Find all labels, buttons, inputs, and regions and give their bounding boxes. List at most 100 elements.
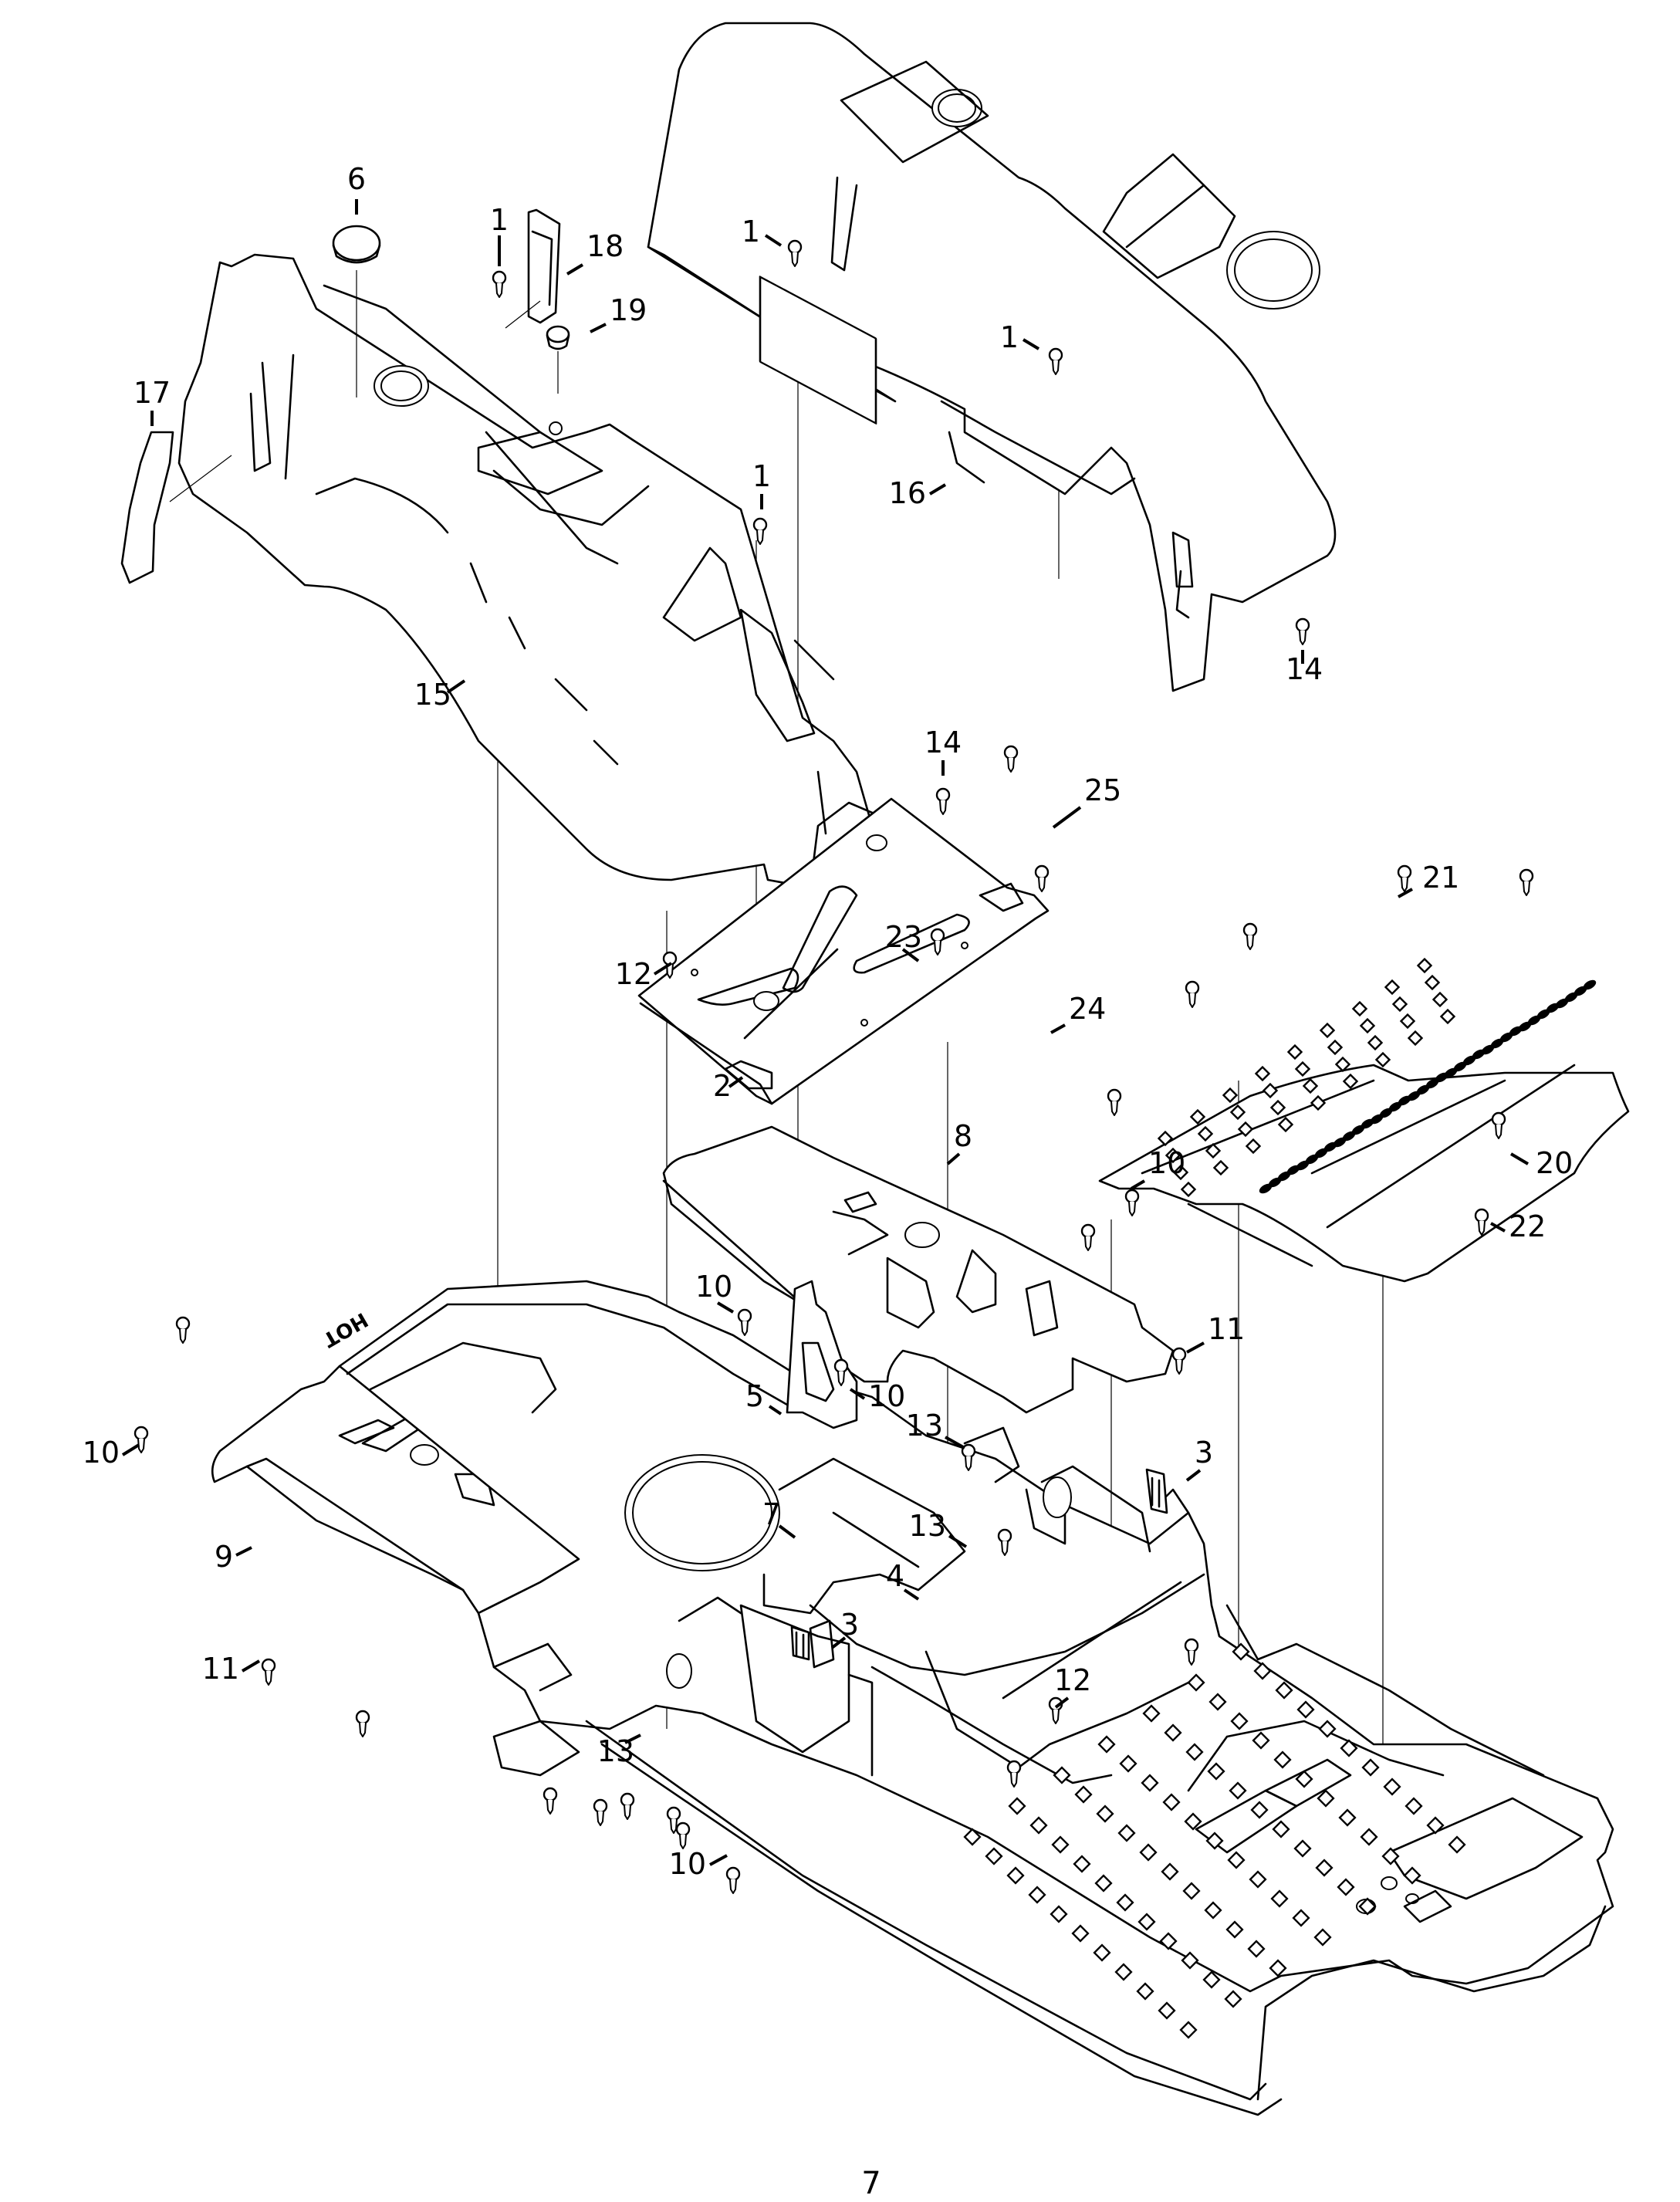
screw-icon	[1171, 1347, 1187, 1375]
perforation	[1302, 1077, 1319, 1094]
screw-icon	[1295, 617, 1310, 645]
perforation	[1187, 1673, 1205, 1692]
callout-number: 10	[669, 1847, 706, 1881]
slot-perforation	[1583, 979, 1597, 990]
perforation	[1403, 1866, 1421, 1885]
callout-number: 10	[695, 1270, 732, 1304]
perforation	[1294, 1060, 1311, 1077]
perforation	[1073, 1855, 1091, 1873]
leader-line	[590, 323, 607, 333]
callout-14: 14	[1286, 650, 1323, 686]
perforation	[1222, 1087, 1239, 1104]
perforation	[1293, 1839, 1312, 1858]
perforation	[1296, 1700, 1315, 1719]
perforation	[1319, 1022, 1336, 1039]
callout-22: 22	[1490, 1209, 1546, 1243]
callout-number: 19	[610, 293, 647, 327]
callout-13: 13	[909, 1509, 968, 1548]
leader-line	[566, 263, 584, 276]
perforation	[1224, 1990, 1242, 2008]
callout-number: 20	[1536, 1146, 1573, 1180]
perforation	[1139, 1843, 1158, 1862]
perforation	[1096, 1805, 1114, 1823]
perforation	[1172, 1164, 1189, 1181]
perforation	[1197, 1125, 1214, 1142]
perforation	[1439, 1008, 1456, 1025]
perforation	[1204, 1901, 1222, 1920]
perforation	[1253, 1662, 1272, 1680]
callout-number: 18	[586, 229, 624, 263]
slot-perforation	[1305, 1154, 1319, 1165]
perforation	[1028, 1886, 1046, 1904]
callout-number: 14	[925, 726, 962, 759]
screw-icon	[175, 1316, 191, 1344]
perforation	[1182, 1882, 1201, 1900]
main-frame	[338, 1280, 1614, 2116]
perforation	[1318, 1720, 1337, 1738]
perforation	[1114, 1963, 1133, 1981]
perforation	[1212, 1159, 1229, 1176]
callout-number: 1	[490, 203, 509, 237]
callout-13: 13	[906, 1409, 965, 1449]
slot-perforation	[1564, 992, 1578, 1003]
callout-number: 1	[752, 459, 771, 493]
perforation	[1342, 1073, 1359, 1090]
perforation	[1053, 1766, 1071, 1784]
perforation	[1208, 1693, 1227, 1711]
slot-perforation	[1388, 1101, 1402, 1112]
callout-5: 5	[745, 1379, 783, 1416]
slot-perforation	[1333, 1137, 1347, 1148]
leader-line	[778, 1524, 796, 1539]
part-5-bracket	[786, 1280, 858, 1429]
perforation	[1361, 1758, 1380, 1777]
perforation	[1249, 1870, 1267, 1889]
foot-plate-perforations	[1157, 957, 1597, 1198]
slot-perforation	[1574, 986, 1587, 996]
screw-icon	[1474, 1208, 1489, 1236]
perforation	[1165, 1147, 1181, 1164]
slot-perforation	[1314, 1148, 1328, 1159]
screw-icon	[675, 1821, 691, 1849]
screw-icon	[1184, 1638, 1199, 1666]
screw-icon	[1397, 864, 1412, 892]
callout-8: 8	[946, 1119, 972, 1165]
callout-10: 10	[1130, 1146, 1185, 1190]
perforation	[1006, 1866, 1025, 1885]
slot-perforation	[1462, 1055, 1476, 1066]
perforation	[1313, 1928, 1332, 1947]
perforation	[1407, 1030, 1424, 1047]
slot-perforation	[1499, 1032, 1513, 1043]
part-16-rear-fender	[647, 22, 1337, 692]
perforation	[1207, 1762, 1225, 1781]
part-3-clips	[790, 1468, 1168, 1661]
perforation	[1338, 1808, 1357, 1827]
callout-20: 20	[1509, 1146, 1573, 1180]
perforation	[1273, 1750, 1292, 1769]
perforation	[1093, 1943, 1111, 1962]
perforation	[1416, 957, 1433, 974]
slot-perforation	[1370, 1114, 1384, 1125]
leader-line	[946, 1152, 961, 1165]
slot-perforation	[1490, 1038, 1504, 1049]
slot-perforation	[1425, 1078, 1439, 1089]
step-panel-perforations	[963, 1642, 1466, 2039]
slot-perforation	[1444, 1067, 1458, 1078]
perforation	[1161, 1862, 1179, 1881]
screw-icon	[1048, 347, 1063, 375]
screw-icon	[1003, 745, 1019, 773]
slot-perforation	[1259, 1183, 1273, 1194]
perforation	[1029, 1816, 1048, 1835]
perforation	[1008, 1797, 1026, 1815]
screw-icon	[1124, 1189, 1140, 1216]
callout-number: 2	[713, 1069, 732, 1103]
callout-number: 1	[1000, 320, 1019, 354]
leader-line	[446, 679, 466, 694]
leader-line	[624, 1734, 641, 1744]
perforation	[1137, 1913, 1156, 1931]
slot-perforation	[1518, 1021, 1532, 1032]
part-18-handle	[505, 208, 561, 329]
perforation	[1340, 1739, 1358, 1757]
perforation	[1337, 1878, 1355, 1896]
